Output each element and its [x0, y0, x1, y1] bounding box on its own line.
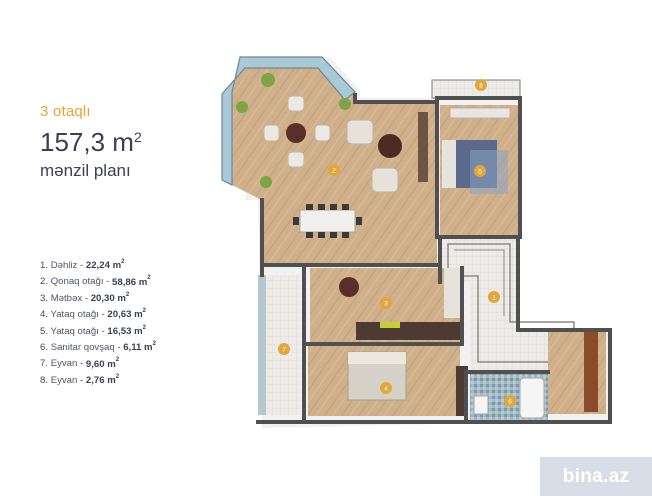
bed-pillow	[348, 352, 406, 364]
kitchen-side-cabinet	[444, 268, 462, 318]
bathtub	[519, 377, 545, 419]
svg-text:5: 5	[478, 169, 482, 176]
plant	[260, 176, 272, 188]
legend-item: 1. Dəhliz - 22,24 m2	[40, 259, 125, 272]
bay-window-glazing	[221, 56, 356, 186]
entrance-door	[584, 332, 598, 412]
armchair	[371, 167, 399, 193]
walls	[256, 93, 612, 424]
legend-item: 4. Yataq otağı - 20,63 m2	[40, 308, 146, 321]
room-marker-2: 2	[328, 164, 340, 176]
bina-az-watermark: bina.az	[540, 457, 652, 496]
room-markers: 1 2 3 4 5 6 7 8	[278, 79, 516, 407]
chair	[287, 95, 305, 112]
total-area-unit-sup: 2	[133, 129, 142, 145]
kitchen-counter-accent	[380, 322, 400, 328]
legend-item: 8. Eyvan - 2,76 m2	[40, 373, 120, 386]
wardrobe	[449, 107, 511, 119]
living-room-floor	[232, 57, 437, 265]
svg-text:1: 1	[492, 295, 496, 302]
bed-pillow	[442, 140, 456, 188]
svg-text:2: 2	[332, 168, 336, 175]
svg-text:3: 3	[384, 301, 388, 308]
svg-text:8: 8	[479, 83, 483, 90]
tv-console	[418, 112, 428, 182]
chair	[263, 124, 280, 142]
legend-item: 5. Yataq otağı - 16,53 m2	[40, 324, 146, 337]
legend-item: 2. Qonaq otağı - 58,86 m2	[40, 275, 151, 288]
kitchen-counter	[356, 322, 462, 340]
round-table	[286, 123, 306, 143]
room-marker-8: 8	[475, 79, 487, 91]
room-marker-3: 3	[380, 297, 392, 309]
total-area-title: 157,3 m2	[40, 127, 142, 158]
room-marker-7: 7	[278, 343, 290, 355]
room-marker-4: 4	[380, 382, 392, 394]
total-area-value: 157,3 m	[40, 127, 134, 157]
rooms-count: 3 otaqlı	[40, 103, 91, 120]
room-marker-1: 1	[488, 291, 500, 303]
chair	[314, 124, 331, 142]
kitchen-table	[339, 277, 359, 297]
legend-item: 7. Eyvan - 9,60 m2	[40, 357, 120, 370]
floor-plan-illustration: 1 2 3 4 5 6 7 8	[221, 56, 612, 428]
coffee-table	[378, 134, 402, 158]
balcony-7-glazing	[258, 275, 266, 415]
room-marker-5: 5	[474, 165, 486, 177]
plant	[339, 98, 351, 110]
svg-text:7: 7	[282, 347, 286, 354]
svg-text:6: 6	[508, 399, 512, 406]
plan-label: mənzil planı	[40, 161, 131, 180]
chair	[287, 151, 305, 168]
washbasin	[473, 395, 489, 415]
plant	[236, 101, 248, 113]
room-legend: 1. Dəhliz - 22,24 m2 2. Qonaq otağı - 58…	[40, 255, 156, 386]
room-marker-6: 6	[504, 395, 516, 407]
legend-item: 6. Sanitar qovşaq - 6,11 m2	[40, 340, 156, 354]
svg-text:4: 4	[384, 386, 388, 393]
plant	[261, 73, 275, 87]
legend-item: 3. Mətbəx - 20,30 m2	[40, 291, 130, 304]
dining-chairs	[293, 204, 362, 238]
hallway-floor	[440, 237, 582, 370]
dining-table	[299, 209, 356, 233]
armchair	[346, 119, 374, 145]
